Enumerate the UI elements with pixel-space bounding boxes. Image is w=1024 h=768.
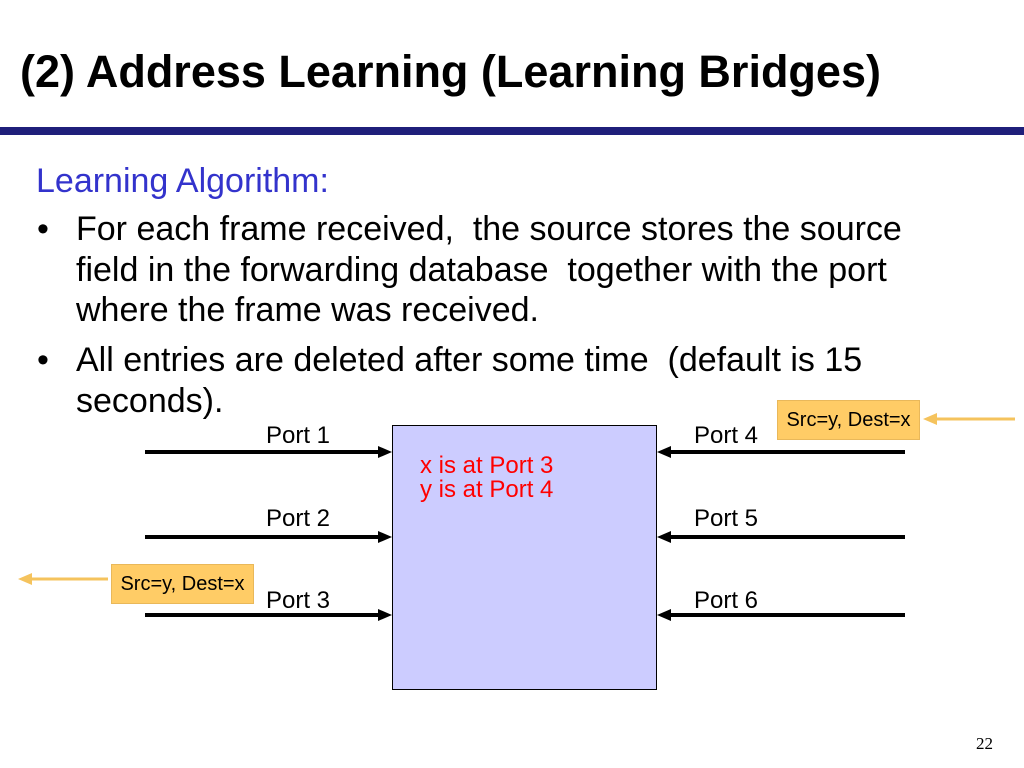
port-4-arrowhead	[657, 446, 671, 458]
port-2-link	[145, 531, 392, 543]
incoming-frame-arrow	[923, 413, 1015, 425]
port-3-label: Port 3	[266, 587, 331, 614]
port-1-arrowhead	[378, 446, 392, 458]
forwarding-entry-x: x is at Port 3	[420, 452, 554, 479]
section-heading: Learning Algorithm:	[36, 162, 329, 200]
bullet-1-line-1: For each frame received, the source stor…	[76, 210, 902, 248]
incoming-frame-label: Src=y, Dest=x	[777, 400, 920, 440]
bullet-marker: •	[37, 341, 49, 379]
bullet-1-line-2: field in the forwarding database togethe…	[76, 250, 887, 289]
page-number: 22	[976, 734, 993, 753]
title-divider	[0, 127, 1024, 135]
bullet-2: • All entries are deleted after some tim…	[37, 340, 862, 421]
port-5-label: Port 5	[694, 505, 759, 532]
bullet-2-line-1: All entries are deleted after some time …	[76, 341, 863, 379]
forwarding-database: x is at Port 3 y is at Port 4	[420, 454, 553, 502]
port-1-label: Port 1	[266, 422, 331, 449]
outgoing-frame-label: Src=y, Dest=x	[111, 564, 254, 604]
port-2-arrowhead	[378, 531, 392, 543]
port-6-arrowhead	[657, 609, 671, 621]
port-4-label: Port 4	[694, 422, 759, 449]
port-5-link	[657, 531, 905, 543]
port-2-label: Port 2	[266, 505, 331, 532]
port-6-label: Port 6	[694, 587, 759, 614]
forwarding-entry-y: y is at Port 4	[420, 476, 554, 503]
port-5-arrowhead	[657, 531, 671, 543]
bullet-1-line-3: where the frame was received.	[76, 291, 539, 329]
slide-title: (2) Address Learning (Learning Bridges)	[20, 46, 881, 97]
bullet-2-line-2: seconds).	[76, 381, 224, 420]
bullet-marker: •	[37, 210, 49, 248]
port-3-arrowhead	[378, 609, 392, 621]
outgoing-frame-arrow	[18, 573, 108, 585]
bridge-box: x is at Port 3 y is at Port 4	[392, 425, 657, 690]
bullet-1: • For each frame received, the source st…	[37, 209, 902, 331]
